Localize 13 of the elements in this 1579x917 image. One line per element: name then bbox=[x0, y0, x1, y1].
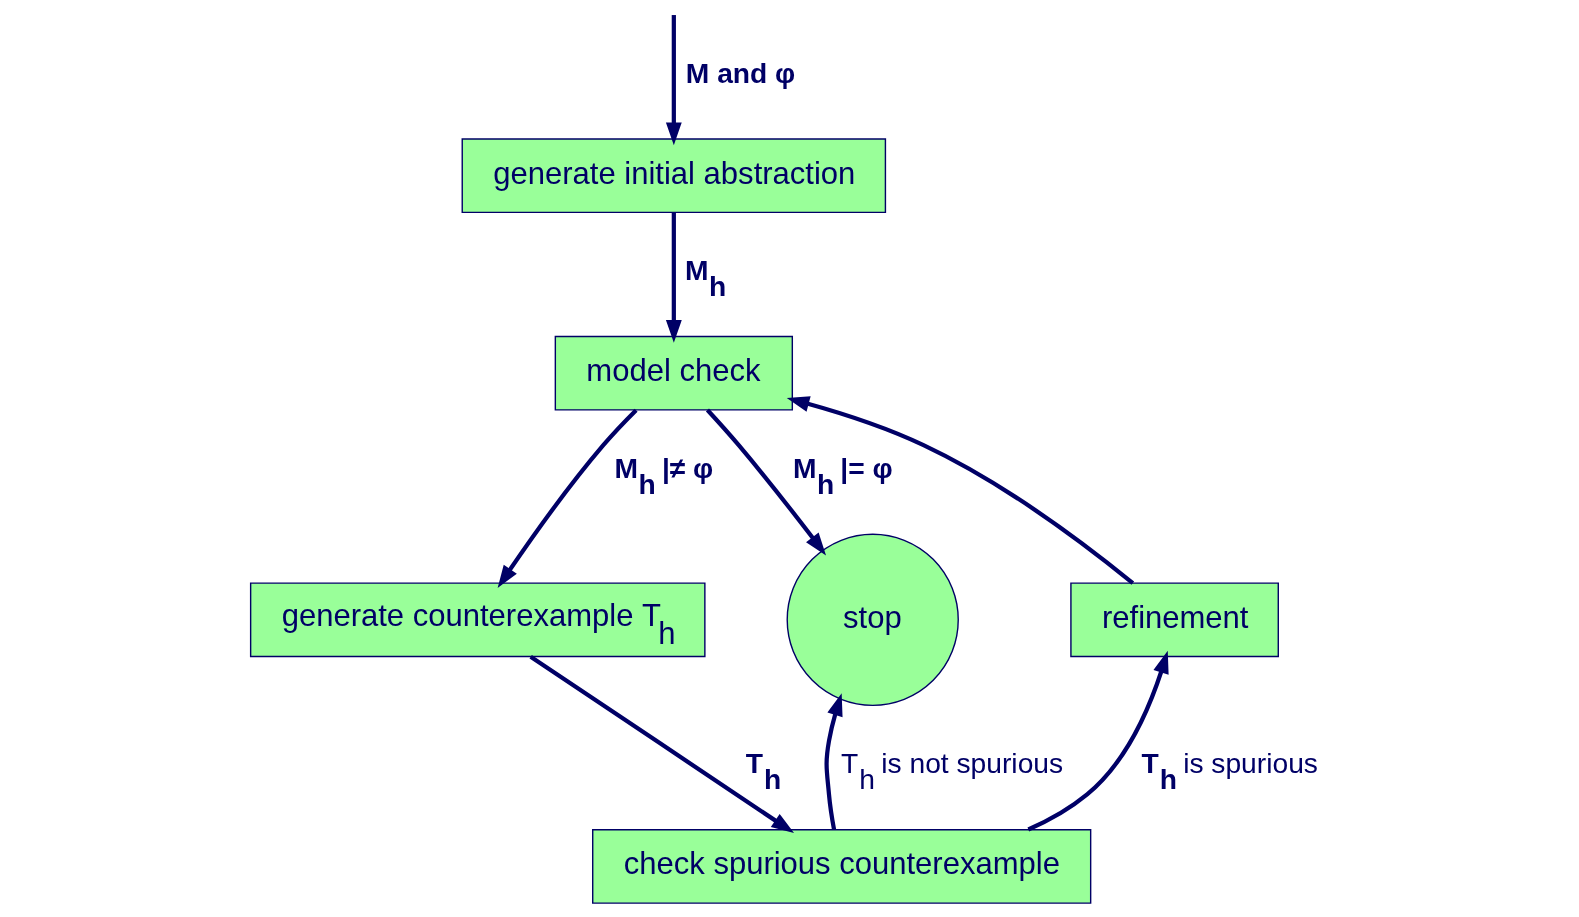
node-box: model check bbox=[554, 335, 794, 411]
node-box: generate initial abstraction bbox=[461, 138, 887, 214]
arrow bbox=[665, 212, 682, 343]
arrow bbox=[824, 693, 843, 831]
arrow bbox=[705, 408, 827, 556]
arrow bbox=[1027, 650, 1169, 832]
arrow bbox=[786, 396, 1135, 585]
edge-label: M and φ bbox=[685, 56, 796, 89]
arrow bbox=[529, 654, 795, 834]
arrow bbox=[497, 408, 638, 588]
node-box: refinement bbox=[1070, 582, 1279, 658]
arrow bbox=[665, 15, 682, 146]
node-box: check spurious counterexample bbox=[592, 829, 1092, 904]
